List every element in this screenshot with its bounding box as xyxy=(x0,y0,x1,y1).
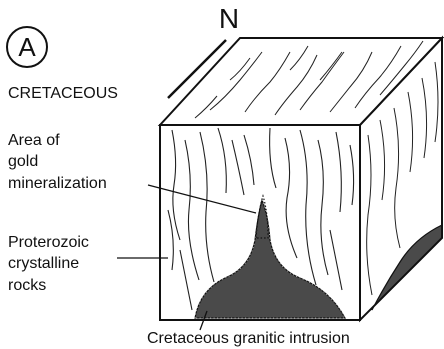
period-label: CRETACEOUS xyxy=(8,85,118,102)
gold-label-line1: Area of xyxy=(8,132,60,149)
intrusion-label: Cretaceous granitic intrusion xyxy=(147,330,350,347)
north-label: N xyxy=(219,3,239,34)
left-labels: Area of gold mineralization Proterozoic … xyxy=(8,132,107,294)
north-arrow-line xyxy=(168,40,226,98)
proterozoic-label-line2: crystalline xyxy=(8,255,79,272)
top-face-foliation xyxy=(195,41,423,118)
proterozoic-label-line3: rocks xyxy=(8,277,46,294)
panel-label: A xyxy=(7,27,47,67)
gold-label-line2: gold xyxy=(8,153,38,170)
intrusion-front xyxy=(195,200,345,318)
granitic-intrusion xyxy=(195,196,442,318)
gold-leader xyxy=(148,185,256,213)
panel-letter: A xyxy=(18,32,36,62)
gold-label-line3: mineralization xyxy=(8,175,107,192)
side-face xyxy=(360,38,442,320)
proterozoic-label-line1: Proterozoic xyxy=(8,234,89,251)
